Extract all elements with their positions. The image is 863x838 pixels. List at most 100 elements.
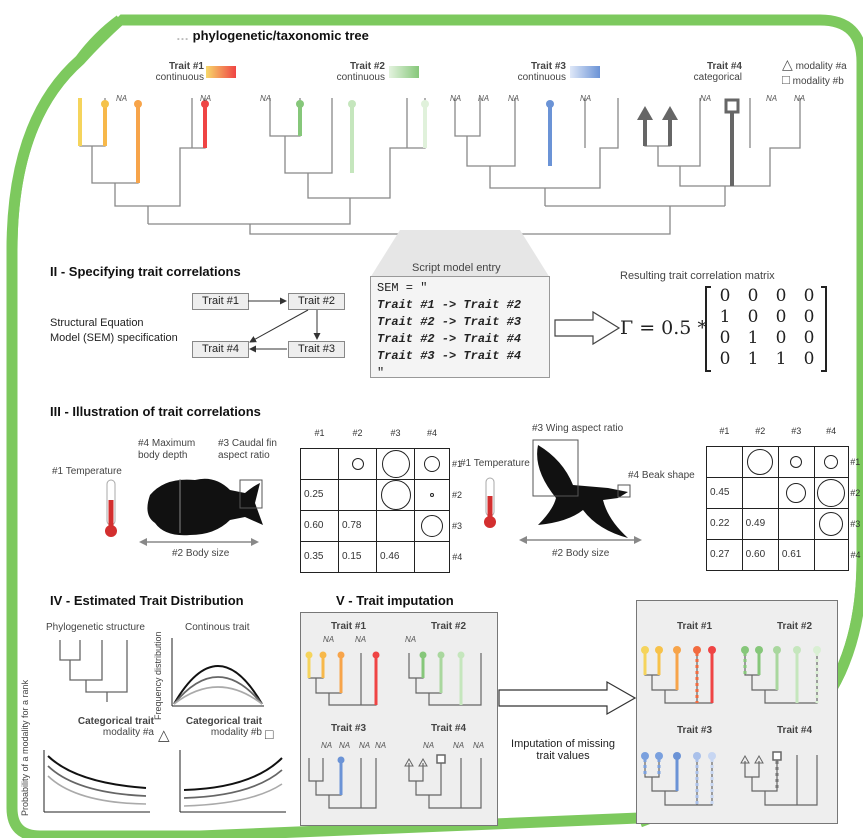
prob-axis-label: Probability of a modality for a rank: [20, 679, 30, 816]
table-cell: [376, 509, 415, 542]
square-icon: □: [782, 72, 790, 87]
fish-label-caudal: #3 Caudal fin aspect ratio: [218, 438, 277, 461]
correlation-circle-icon: [747, 448, 774, 475]
table-row-label: #1: [451, 458, 462, 469]
table-cell: [813, 507, 849, 540]
cont-label: Continous trait: [185, 622, 250, 633]
table-row-label: #4: [452, 551, 463, 562]
sem-arrows: [248, 297, 321, 353]
matrix-cell: 0: [719, 286, 731, 306]
na-label: NA: [323, 635, 335, 644]
table-row-label: #2: [850, 487, 861, 498]
na-label: NA: [453, 741, 465, 750]
matrix-cell: 0: [803, 307, 815, 327]
table-cell: [777, 476, 815, 509]
na-label: NA: [580, 94, 592, 103]
right-arrow-icon: [554, 310, 621, 346]
phylogenetic-tree: [78, 98, 801, 235]
na-label: NA: [321, 741, 333, 750]
phylo-label: Phylogenetic structure: [46, 622, 145, 633]
table-cell: [813, 476, 849, 509]
script-line: Trait #3 -> Trait #4: [377, 349, 522, 363]
na-label: NA: [450, 94, 462, 103]
na-label: NA: [359, 741, 371, 750]
na-label: NA: [260, 94, 272, 103]
script-line: Trait #1 -> Trait #2: [377, 298, 522, 312]
modality-b-legend: □ modality #b: [782, 72, 844, 87]
matrix-cell: 1: [747, 328, 759, 348]
table-cell: [706, 445, 743, 478]
sem-box-trait4: Trait #4: [192, 341, 249, 358]
sem-box-trait2: Trait #2: [288, 293, 345, 310]
section2-title: II - Specifying trait correlations: [50, 264, 241, 279]
table-cell: 0.35: [300, 540, 339, 573]
script-line: Trait #2 -> Trait #3: [377, 315, 522, 329]
matrix-cell: 0: [775, 286, 787, 306]
imputation-output-panel: Trait #1 Trait #2 Trait #3 Trait #4: [636, 600, 838, 824]
imputed-trees: [641, 646, 821, 806]
categorical-a-plot: [43, 750, 150, 813]
table-cell: [300, 447, 339, 480]
fish-label-temp: #1 Temperature: [52, 466, 122, 477]
matrix-cell: 0: [747, 307, 759, 327]
panel-trait-label: Trait #3: [331, 723, 367, 734]
table-header: #4: [426, 427, 437, 438]
bird-label-wing: #3 Wing aspect ratio: [532, 423, 624, 434]
panel-trait-label: Trait #2: [777, 621, 813, 632]
table-header: #2: [755, 425, 766, 436]
table-cell: 0.78: [338, 509, 377, 542]
table-cell: [741, 445, 779, 478]
table-row-label: #3: [451, 520, 462, 531]
table-cell: [338, 447, 377, 480]
triangle-icon: △: [782, 56, 793, 72]
panel-trait-label: Trait #1: [331, 621, 367, 632]
na-label: NA: [375, 741, 387, 750]
table-cell: [741, 476, 779, 509]
table-cell: 0.15: [338, 540, 377, 573]
table-header: #1: [719, 425, 730, 436]
correlation-circle-icon: [819, 511, 844, 536]
correlation-circle-icon: [786, 482, 807, 503]
table-header: #1: [314, 427, 325, 438]
fish-illustration: [105, 478, 263, 546]
table-cell: 0.46: [376, 540, 415, 573]
bird-label-beak: #4 Beak shape: [628, 470, 695, 481]
table-cell: [813, 445, 849, 478]
imputation-arrow-icon: [498, 680, 637, 716]
section3-title: III - Illustration of trait correlations: [50, 404, 261, 419]
imputation-input-panel: Trait #1 Trait #2 Trait #3 Trait #4 NA N…: [300, 612, 498, 826]
fish-label-body: #2 Body size: [172, 548, 230, 559]
correlation-circle-icon: [351, 457, 364, 470]
sem-label: Model (SEM) specification: [50, 332, 178, 344]
correlation-circle-icon: [424, 455, 440, 472]
na-label: NA: [794, 94, 806, 103]
na-label: NA: [700, 94, 712, 103]
na-label: NA: [508, 94, 520, 103]
modality-a-legend: △ modality #a: [782, 56, 847, 72]
na-label: NA: [355, 635, 367, 644]
na-label: NA: [478, 94, 490, 103]
matrix-cell: 1: [775, 349, 787, 369]
na-label: NA: [339, 741, 351, 750]
categorical-b-plot: [179, 750, 286, 813]
table-cell: 0.60: [300, 509, 339, 542]
na-label: NA: [766, 94, 778, 103]
trait3-colorbar: [570, 66, 600, 78]
table-cell: [414, 509, 450, 542]
section1-title: … phylogenetic/taxonomic tree: [176, 28, 369, 43]
trait2-colorbar: [389, 66, 419, 78]
table-cell: [376, 447, 415, 480]
table-cell: [777, 445, 815, 478]
matrix-cell: 0: [803, 328, 815, 348]
table-cell: [338, 478, 377, 511]
script-line: SEM = ": [377, 281, 428, 295]
phylo-mini-tree: [59, 640, 128, 702]
table-row-label: #1: [850, 456, 861, 467]
table-header: #3: [791, 425, 802, 436]
